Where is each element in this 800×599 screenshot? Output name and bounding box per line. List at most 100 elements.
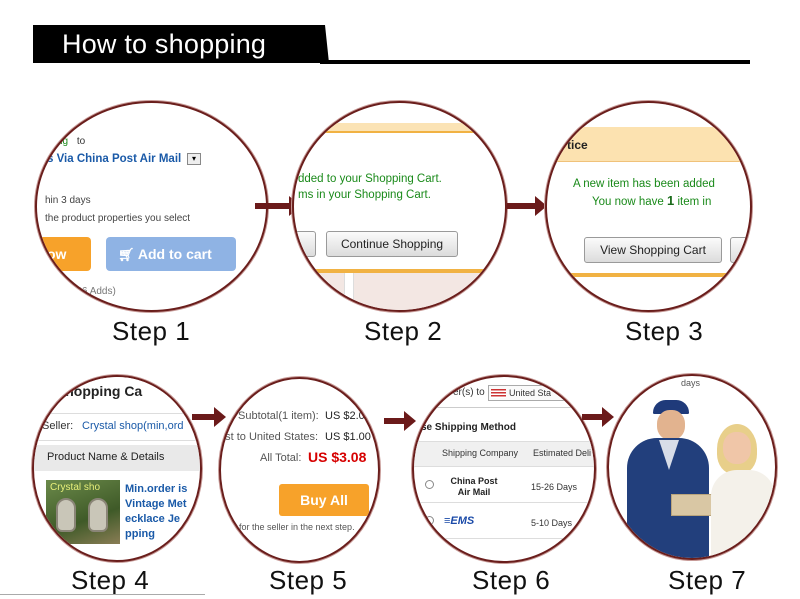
cart-icon: 🛒︎ [118,247,135,262]
item-count: 1 [667,193,675,208]
total-label: All Total: [260,452,302,464]
ems-logo-icon: ≡EMS [444,515,475,527]
subtotal-label: Subtotal(1 item): [238,410,319,422]
added-message: A new item has been added [573,178,715,190]
woman-body [711,470,775,558]
shipping-method-title: se Shipping Method [421,422,516,433]
delivery-days: 15-26 Days [531,482,578,492]
step-7-delivery-photo: days [609,376,775,558]
shipping-method-link[interactable]: s Via China Post Air Mail [47,153,182,165]
divider [414,407,594,408]
buy-all-label: Buy All [300,492,348,508]
view-shopping-cart-button[interactable]: View Shopping Cart [584,237,722,263]
count-suffix: item in [677,196,712,208]
added-message: dded to your Shopping Cart. [298,173,442,185]
step-2-label: Step 2 [364,316,443,346]
page-title: How to shopping [62,29,267,59]
step-7-label: Step 7 [668,565,747,595]
owl-icon [56,498,76,532]
seller-link[interactable]: Crystal shop(min,ord [82,420,184,432]
view-cart-button-partial[interactable] [294,231,316,257]
notice-bar [294,123,505,133]
cart-title: ur Shopping Ca [38,383,143,399]
step-5-label: Step 5 [269,565,348,595]
footer-rule [0,594,205,595]
cap-icon [653,400,689,414]
processing-time: hin 3 days [45,195,91,206]
product-line: Min.order is [125,483,188,495]
radio-button[interactable] [425,516,434,525]
subtotal-value: US $2.08 [325,410,371,422]
carrier-name: China Post Air Mail [450,476,498,497]
delivery-days: 5-10 Days [531,518,573,528]
continue-shopping-button[interactable]: Continue Shopping [326,231,458,257]
days-caption: days [681,378,701,388]
country-select[interactable]: United Sta [488,385,578,401]
buy-now-label: ow [47,246,67,262]
ship-to-label: er(s) to [453,387,485,398]
table-row[interactable] [414,503,594,539]
notice-title: tice [567,138,588,152]
page-column [344,273,354,310]
woman-face [723,432,751,464]
notice-header [547,127,750,162]
step-4-screenshot: ur Shopping Ca Seller: Crystal shop(min,… [34,377,200,560]
product-line: ecklace Je [125,513,181,525]
arrow-right-icon [507,196,547,216]
add-to-cart-label: Add to cart [137,246,212,262]
cart-header [34,377,200,409]
seller-note: for the seller in the next step. [239,522,355,532]
step-4-label: Step 4 [71,565,150,595]
step-3-screenshot: tice A new item has been added You now h… [547,103,750,310]
product-line: Vintage Met [125,498,187,510]
header-divider [320,60,750,64]
step-2-screenshot: dded to your Shopping Cart. ms in your S… [294,103,505,310]
chevron-down-icon[interactable]: ▾ [187,153,201,165]
owl-icon [88,498,108,532]
courier-face [657,410,685,440]
arrow-right-icon [255,196,301,216]
step-6-label: Step 6 [472,565,551,595]
table-header [414,441,594,467]
carrier-name: EMS [450,515,475,527]
seller-row [34,413,200,441]
arrow-right-icon [192,407,226,427]
step-1-label: Step 1 [112,316,191,346]
us-flag-icon [491,389,506,398]
properties-note: the product properties you select [45,213,191,224]
step-5-screenshot: Subtotal(1 item): US $2.08 ost to United… [221,379,378,561]
country-value: United Sta [509,388,552,398]
item-count-message: You now have 1 item in [592,193,711,208]
continue-shopping-label: Continue Shopping [340,237,444,251]
shipping-to: to [76,136,86,147]
add-to-cart-button[interactable]: 🛒︎ Add to cart [106,237,236,271]
shipping-cost-label: ost to United States: [221,431,319,443]
product-thumbnail[interactable]: Crystal sho [46,480,120,544]
view-cart-label: View Shopping Cart [600,243,706,257]
total-value: US $3.08 [308,449,367,465]
seller-label: Seller: [42,420,74,432]
column-header: Product Name & Details [47,451,165,463]
col-estimated-delivery: Estimated Deli [533,448,592,458]
shipping-prefix: ng [57,136,69,147]
adds-text: 26 Adds) [76,286,116,297]
product-line: pping [125,528,155,540]
adds-count: (26 Adds) [73,286,116,297]
buy-now-button[interactable]: ow [37,237,91,271]
step-3-label: Step 3 [625,316,704,346]
count-prefix: You now have [592,196,664,208]
buy-all-button[interactable]: Buy All [279,484,369,516]
divider [547,273,750,277]
shipping-row: ng to [57,136,85,147]
col-shipping-company: Shipping Company [442,448,519,458]
arrow-right-icon [582,407,614,427]
thumbnail-watermark: Crystal sho [50,482,101,493]
product-title-link[interactable]: Min.order is Vintage Met ecklace Je ppin… [125,482,187,542]
table-row[interactable] [414,467,594,503]
continue-button-partial[interactable] [730,237,750,263]
step-1-screenshot: ng to s Via China Post Air Mail ▾ hin 3 … [37,103,266,310]
shipping-cost-value: US $1.00 [325,431,371,443]
radio-button[interactable] [425,480,434,489]
arrow-right-icon [384,411,416,431]
items-message: ms in your Shopping Cart. [298,189,431,201]
